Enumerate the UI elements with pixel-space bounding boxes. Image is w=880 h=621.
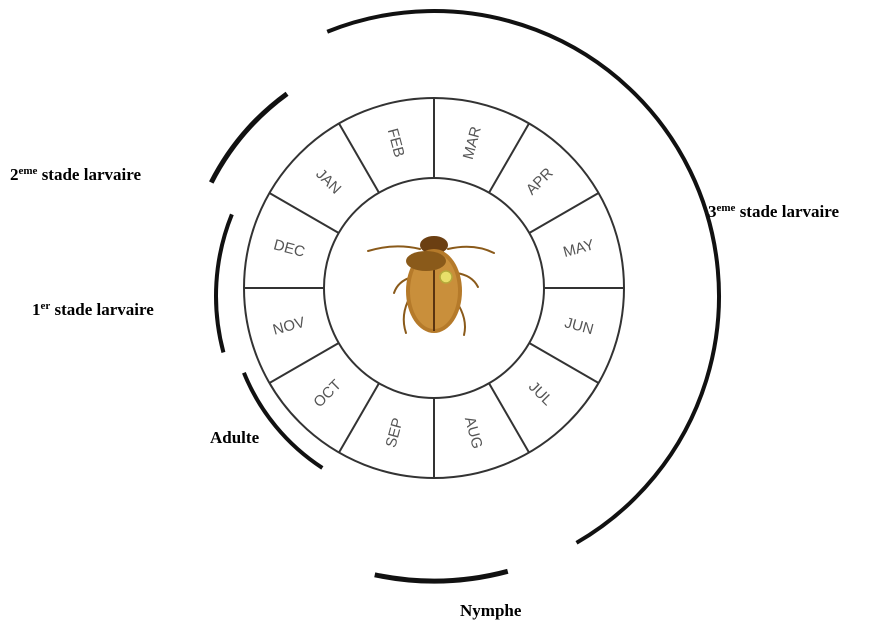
month-label-feb: FEB — [384, 127, 408, 160]
label-stage3: 3eme stade larvaire — [708, 203, 839, 220]
month-label-oct: OCT — [310, 376, 344, 410]
month-label-mar: MAR — [460, 125, 485, 162]
arc-stage2 — [211, 94, 287, 183]
arc-nymph — [375, 571, 508, 581]
month-label-nov: NOV — [271, 314, 307, 339]
stage-arcs — [211, 11, 719, 581]
month-label-jul: JUL — [525, 378, 556, 409]
wheel-divider — [489, 383, 529, 452]
month-label-jan: JAN — [312, 166, 344, 198]
wheel-divider — [269, 193, 338, 233]
arc-adult — [244, 373, 322, 468]
wheel-divider — [489, 123, 529, 192]
month-label-apr: APR — [523, 165, 557, 199]
wheel-divider — [339, 123, 379, 192]
month-label-aug: AUG — [461, 415, 486, 451]
label-stage2: 2eme stade larvaire — [10, 166, 141, 183]
month-label-dec: DEC — [272, 236, 307, 261]
label-adult: Adulte — [210, 429, 259, 446]
arc-stage3 — [327, 11, 719, 543]
wheel-divider — [269, 343, 338, 383]
label-stage1: 1er stade larvaire — [32, 301, 154, 318]
month-label-sep: SEP — [383, 416, 407, 449]
wheel-divider — [529, 343, 598, 383]
month-label-jun: JUN — [563, 314, 596, 338]
wheel-divider — [529, 193, 598, 233]
month-label-may: MAY — [561, 236, 596, 261]
arc-stage1 — [216, 214, 232, 352]
label-nymph: Nymphe — [460, 602, 521, 619]
wheel-divider — [339, 383, 379, 452]
beetle-icon — [368, 236, 494, 335]
